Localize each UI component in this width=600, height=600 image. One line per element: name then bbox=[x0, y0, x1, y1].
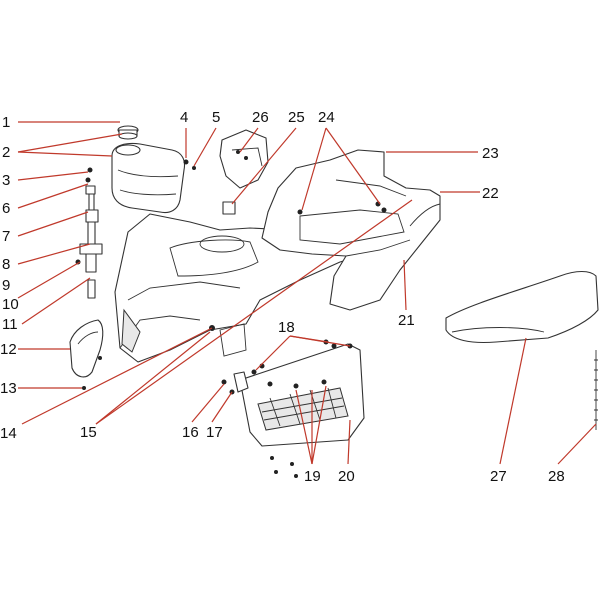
callout-28: 28 bbox=[548, 468, 565, 485]
callout-23: 23 bbox=[482, 145, 499, 162]
callout-24: 24 bbox=[318, 109, 335, 126]
leader-lines bbox=[17, 121, 597, 465]
callout-9: 9 bbox=[2, 277, 10, 294]
callout-16: 16 bbox=[182, 424, 199, 441]
callout-17: 17 bbox=[206, 424, 223, 441]
callout-10: 10 bbox=[2, 296, 19, 313]
callout-3: 3 bbox=[2, 172, 10, 189]
callout-22: 22 bbox=[482, 185, 499, 202]
callout-14: 14 bbox=[0, 425, 17, 442]
headlight-cover-icon bbox=[219, 129, 269, 189]
fuel-tank-icon bbox=[111, 142, 186, 214]
callout-numbers: 1 2 3 4 5 6 7 8 9 10 11 12 13 14 15 16 1… bbox=[0, 109, 565, 485]
callout-13: 13 bbox=[0, 380, 17, 397]
gas-cap-icon bbox=[117, 125, 139, 140]
callout-1: 1 bbox=[2, 114, 10, 131]
callout-5: 5 bbox=[212, 109, 220, 126]
rear-fender-icon bbox=[261, 149, 441, 311]
callout-19: 19 bbox=[304, 468, 321, 485]
callout-8: 8 bbox=[2, 256, 10, 273]
footrest-icon bbox=[233, 343, 365, 447]
callout-2: 2 bbox=[2, 144, 10, 161]
callout-26: 26 bbox=[252, 109, 269, 126]
callout-18: 18 bbox=[278, 319, 295, 336]
callout-7: 7 bbox=[2, 228, 10, 245]
callout-11: 11 bbox=[2, 316, 18, 333]
seat-strap-icon bbox=[594, 350, 598, 430]
callout-25: 25 bbox=[288, 109, 305, 126]
fuel-valve-icon bbox=[79, 185, 103, 299]
side-cover-icon bbox=[69, 319, 104, 378]
bracket-icon bbox=[222, 201, 236, 215]
callout-15: 15 bbox=[80, 424, 97, 441]
callout-20: 20 bbox=[338, 468, 355, 485]
callout-6: 6 bbox=[2, 200, 10, 217]
callout-21: 21 bbox=[398, 312, 415, 329]
callout-12: 12 bbox=[0, 341, 17, 358]
seat-icon bbox=[445, 270, 599, 344]
callout-27: 27 bbox=[490, 468, 507, 485]
callout-4: 4 bbox=[180, 109, 188, 126]
